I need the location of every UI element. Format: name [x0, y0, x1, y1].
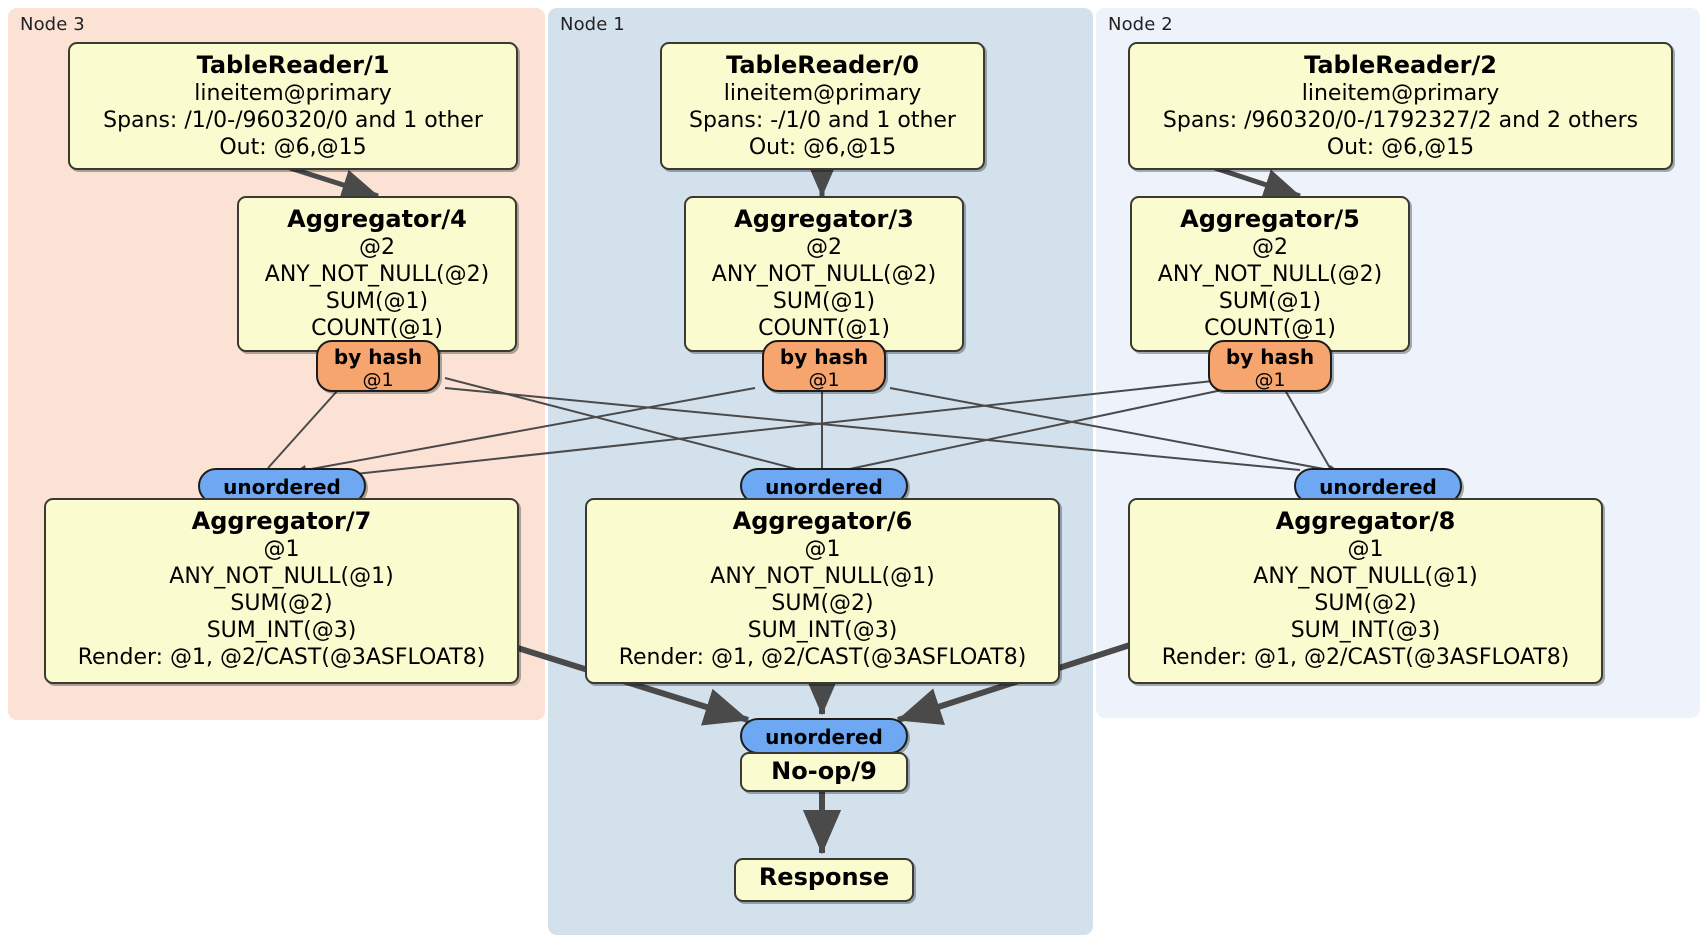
processor-box-aggregator5[interactable]: Aggregator/5 @2 ANY_NOT_NULL(@2) SUM(@1)… [1130, 196, 1410, 352]
edge-hash4-to-unordered7 [267, 389, 339, 469]
processor-title: TableReader/1 [196, 51, 390, 79]
synchronizer-label: unordered [223, 475, 341, 499]
synchronizer-label: unordered [765, 725, 883, 749]
node-panel-label-node3: Node 3 [20, 14, 85, 35]
processor-box-aggregator7[interactable]: Aggregator/7 @1 ANY_NOT_NULL(@1) SUM(@2)… [44, 498, 519, 684]
processor-detail-line: Out: @6,@15 [748, 135, 897, 160]
processor-detail-line: ANY_NOT_NULL(@2) [1157, 262, 1383, 287]
processor-box-aggregator8[interactable]: Aggregator/8 @1 ANY_NOT_NULL(@1) SUM(@2)… [1128, 498, 1603, 684]
processor-detail-line: SUM(@1) [325, 289, 429, 314]
processor-title: Aggregator/7 [191, 507, 372, 535]
processor-detail-line: @2 [806, 235, 842, 260]
processor-render-line: Render: @1, @2/CAST(@3ASFLOAT8) [1161, 645, 1570, 670]
processor-detail-line: Spans: /1/0-/960320/0 and 1 other [103, 108, 483, 133]
processor-detail-line: SUM(@2) [230, 591, 333, 616]
processor-detail-line: SUM_INT(@3) [206, 618, 357, 643]
processor-detail-line: @2 [1252, 235, 1288, 260]
processor-title: Response [758, 863, 890, 891]
edge-hash5-to-unordered8 [1284, 389, 1331, 469]
processor-detail-line: @1 [1347, 537, 1384, 562]
processor-detail-line: lineitem@primary [723, 81, 922, 106]
edge-hash4-to-unordered6 [444, 377, 801, 471]
edge-tablereader2-to-aggregator2 [1214, 165, 1301, 200]
edge-tablereader1-to-aggregator4 [289, 165, 379, 201]
processor-title: Aggregator/3 [734, 205, 914, 233]
router-pill-by-hash-aggregator4[interactable]: by hash @1 [316, 340, 440, 392]
processor-box-tablereader1[interactable]: TableReader/1 lineitem@primary Spans: /1… [68, 42, 518, 170]
processor-detail-line: @1 [804, 537, 841, 562]
processor-detail-line: Spans: /960320/0-/1792327/2 and 2 others [1162, 108, 1639, 133]
processor-detail-line: SUM(@2) [1314, 591, 1417, 616]
processor-detail-line: lineitem@primary [1301, 81, 1500, 106]
edge-hash5-to-unordered7 [299, 379, 1223, 484]
processor-box-tablereader0[interactable]: TableReader/0 lineitem@primary Spans: -/… [660, 42, 985, 170]
router-column: @1 [362, 369, 394, 391]
processor-detail-line: @1 [263, 537, 300, 562]
processor-box-aggregator6[interactable]: Aggregator/6 @1 ANY_NOT_NULL(@1) SUM(@2)… [585, 498, 1060, 684]
processor-detail-line: ANY_NOT_NULL(@1) [1253, 564, 1478, 589]
synchronizer-label: unordered [1319, 475, 1437, 499]
processor-detail-line: SUM_INT(@3) [1290, 618, 1441, 643]
processor-title: Aggregator/8 [1275, 507, 1456, 535]
edge-hash3-to-unordered7 [294, 387, 756, 476]
processor-detail-line: ANY_NOT_NULL(@1) [710, 564, 935, 589]
router-column: @1 [808, 369, 840, 391]
processor-detail-line: SUM(@2) [771, 591, 874, 616]
processor-detail-line: lineitem@primary [194, 81, 392, 106]
processor-detail-line: SUM_INT(@3) [747, 618, 898, 643]
processor-title: Aggregator/5 [1180, 205, 1360, 233]
edge-hash5-to-unordered6 [844, 389, 1223, 471]
router-label: by hash [779, 345, 869, 369]
processor-box-aggregator4[interactable]: Aggregator/4 @2 ANY_NOT_NULL(@2) SUM(@1)… [237, 196, 517, 352]
processor-box-response[interactable]: Response [734, 858, 914, 902]
processor-detail-line: SUM(@1) [1218, 289, 1322, 314]
processor-detail-line: Spans: -/1/0 and 1 other [689, 108, 956, 133]
edge-hash3-to-unordered8 [889, 387, 1341, 476]
processor-detail-line: COUNT(@1) [1204, 316, 1336, 341]
processor-box-noop9[interactable]: No-op/9 [740, 752, 908, 792]
processor-detail-line: Out: @6,@15 [1326, 135, 1475, 160]
processor-title: Aggregator/4 [287, 205, 467, 233]
processor-detail-line: SUM(@1) [772, 289, 876, 314]
processor-title: TableReader/2 [1304, 51, 1497, 79]
router-label: by hash [333, 345, 423, 369]
processor-detail-line: COUNT(@1) [311, 316, 443, 341]
processor-title: TableReader/0 [726, 51, 919, 79]
processor-detail-line: ANY_NOT_NULL(@2) [264, 262, 490, 287]
processor-detail-line: @2 [359, 235, 395, 260]
processor-detail-line: COUNT(@1) [758, 316, 890, 341]
edge-hash4-to-unordered8 [444, 387, 1301, 471]
processor-detail-line: ANY_NOT_NULL(@2) [711, 262, 937, 287]
router-column: @1 [1254, 369, 1286, 391]
processor-title: Aggregator/6 [732, 507, 913, 535]
node-panel-label-node2: Node 2 [1108, 14, 1173, 35]
synchronizer-label: unordered [765, 475, 883, 499]
node-panel-label-node1: Node 1 [560, 14, 625, 35]
router-pill-by-hash-aggregator3[interactable]: by hash @1 [762, 340, 886, 392]
router-pill-by-hash-aggregator5[interactable]: by hash @1 [1208, 340, 1332, 392]
synchronizer-pill-unordered-noop9[interactable]: unordered [740, 718, 908, 754]
processor-detail-line: Out: @6,@15 [219, 135, 367, 160]
processor-render-line: Render: @1, @2/CAST(@3ASFLOAT8) [77, 645, 486, 670]
processor-render-line: Render: @1, @2/CAST(@3ASFLOAT8) [618, 645, 1027, 670]
router-label: by hash [1225, 345, 1315, 369]
processor-box-tablereader2[interactable]: TableReader/2 lineitem@primary Spans: /9… [1128, 42, 1673, 170]
processor-box-aggregator3[interactable]: Aggregator/3 @2 ANY_NOT_NULL(@2) SUM(@1)… [684, 196, 964, 352]
processor-title: No-op/9 [771, 757, 877, 785]
processor-detail-line: ANY_NOT_NULL(@1) [169, 564, 394, 589]
